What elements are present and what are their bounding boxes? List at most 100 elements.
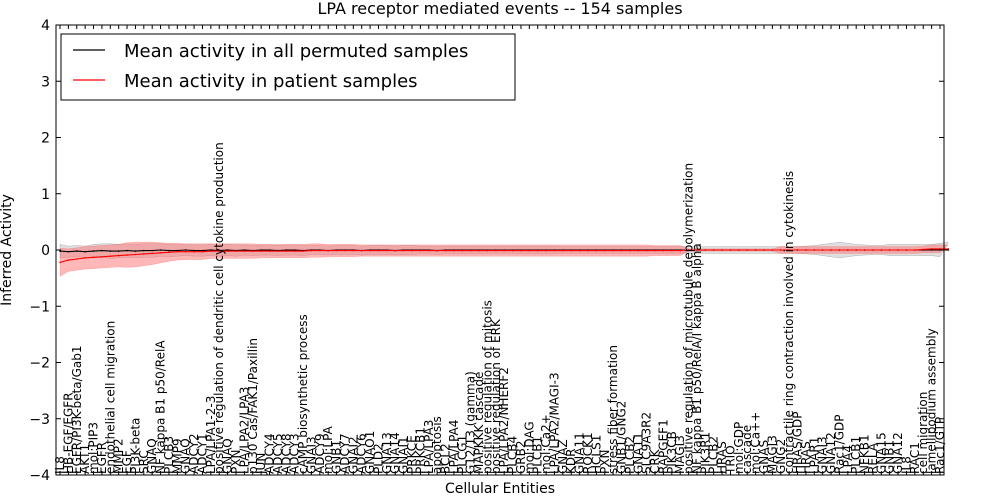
- x-tick-label: GNG2: [774, 439, 788, 474]
- x-tick-label: GNA12: [891, 432, 905, 474]
- point-series-1: [578, 249, 581, 252]
- point-series-0: [117, 250, 120, 252]
- x-tick-label: EGFR: [95, 442, 109, 474]
- x-tick-label: MAGI3: [765, 435, 779, 474]
- point-series-1: [754, 249, 757, 251]
- x-tick-label: GRB2: [514, 440, 528, 474]
- chart-title: LPA receptor mediated events -- 154 samp…: [317, 0, 682, 18]
- x-tick-label: mol:Ca++: [749, 412, 763, 474]
- point-series-1: [570, 249, 572, 252]
- x-tick-label: PLCB1: [531, 436, 545, 474]
- legend: Mean activity in all permuted samples Me…: [60, 33, 516, 101]
- point-series-1: [763, 249, 765, 251]
- x-tick-label: GNA13: [380, 432, 394, 474]
- x-tick-label: GNA12: [824, 432, 838, 474]
- x-tick-label: NF kappa B1 p50/RelA/I kappa B alpha: [690, 243, 704, 474]
- point-series-1: [159, 252, 162, 254]
- point-series-1: [369, 249, 371, 252]
- x-tick-label: LPA/LPA1-2-3: [204, 396, 218, 474]
- point-series-1: [813, 249, 816, 251]
- x-tick-label: lamellipodium assembly: [925, 328, 939, 474]
- x-tick-label: CRK: [648, 448, 662, 474]
- point-series-0: [243, 249, 246, 251]
- point-series-1: [595, 249, 598, 252]
- x-tick-label: cell migration: [916, 392, 930, 474]
- x-tick-label: PLCB1: [849, 436, 863, 474]
- x-tick-label: TRIO: [724, 445, 738, 475]
- x-tick-label: mol:GDP: [732, 422, 746, 474]
- point-series-1: [59, 261, 61, 264]
- x-tick-label: p130 Cas/FAK1/Paxillin: [246, 338, 260, 474]
- point-series-1: [134, 253, 137, 256]
- y-tick-label: 2: [41, 131, 50, 147]
- point-series-0: [193, 249, 195, 252]
- point-series-1: [469, 249, 472, 252]
- x-tick-label: PLCB3: [162, 436, 176, 474]
- point-series-1: [922, 248, 924, 251]
- point-series-1: [109, 255, 112, 257]
- x-tick-label: cascade: [740, 425, 754, 474]
- x-tick-label: HRAS: [715, 441, 729, 474]
- point-series-1: [503, 249, 506, 252]
- point-series-1: [838, 249, 841, 251]
- x-tick-label: PLCB4: [506, 436, 520, 474]
- x-tick-label: PIK3CB: [665, 431, 679, 474]
- point-series-1: [394, 249, 397, 252]
- point-series-1: [352, 249, 355, 252]
- x-tick-label: JUN: [254, 453, 268, 475]
- point-series-1: [428, 249, 430, 252]
- x-tick-label: AKT1: [78, 444, 92, 474]
- x-tick-label: GNAI3: [304, 436, 318, 474]
- x-tick-label: Rac1/GDP: [832, 415, 846, 474]
- point-series-1: [436, 249, 438, 252]
- point-series-1: [796, 249, 799, 251]
- point-series-1: [419, 249, 422, 252]
- point-series-0: [59, 250, 61, 252]
- y-tick-label: −2: [29, 356, 50, 372]
- point-series-0: [159, 249, 162, 251]
- confidence-bands: [59, 241, 950, 277]
- legend-box: [60, 33, 516, 101]
- point-series-1: [687, 249, 690, 251]
- point-series-1: [562, 249, 564, 252]
- point-series-1: [872, 249, 874, 251]
- x-tick-label: MAGI3: [673, 435, 687, 474]
- x-tick-label: MMP2: [112, 438, 126, 474]
- x-tick-label: SRC: [137, 450, 151, 474]
- point-series-1: [654, 249, 656, 252]
- point-series-1: [830, 249, 832, 251]
- point-series-1: [721, 249, 723, 251]
- point-series-1: [645, 249, 648, 252]
- x-tick-label: GNAS: [757, 440, 771, 474]
- x-tick-label: HRAS/GDP: [791, 411, 805, 474]
- point-series-1: [92, 256, 95, 259]
- y-tick-label: −1: [29, 299, 50, 315]
- point-series-1: [704, 249, 707, 251]
- x-tick-label: ADCY9: [313, 433, 327, 474]
- x-tick-label: PRKCE: [405, 435, 419, 474]
- x-tick-label: GNAZ: [556, 439, 570, 474]
- point-series-1: [285, 250, 288, 252]
- x-tick-label: LPA/LPA2/MAGI-3: [548, 372, 562, 474]
- point-series-1: [939, 248, 941, 250]
- x-tick-labels: IL8HB-EGF/EGFREGFR/PI3K-beta/Gab1AKT1mol…: [53, 142, 947, 475]
- point-series-0: [268, 249, 271, 251]
- point-series-1: [914, 249, 916, 251]
- point-series-1: [377, 249, 380, 252]
- point-series-1: [528, 249, 531, 252]
- point-series-1: [545, 249, 547, 252]
- point-series-1: [453, 249, 455, 252]
- point-series-1: [671, 249, 673, 252]
- legend-label-patient: Mean activity in patient samples: [124, 71, 418, 92]
- point-series-1: [117, 254, 120, 257]
- legend-label-permuted: Mean activity in all permuted samples: [124, 41, 468, 62]
- point-series-0: [184, 249, 187, 251]
- point-series-1: [344, 249, 346, 252]
- x-tick-label: PRKCB1: [413, 427, 427, 474]
- x-tick-label: SLC9A3R2: [640, 412, 654, 474]
- x-tick-label: PLD2: [372, 443, 386, 474]
- x-tick-label: positive regulation of microtubule depol…: [682, 163, 696, 474]
- x-tick-label: ADCY5: [271, 433, 285, 474]
